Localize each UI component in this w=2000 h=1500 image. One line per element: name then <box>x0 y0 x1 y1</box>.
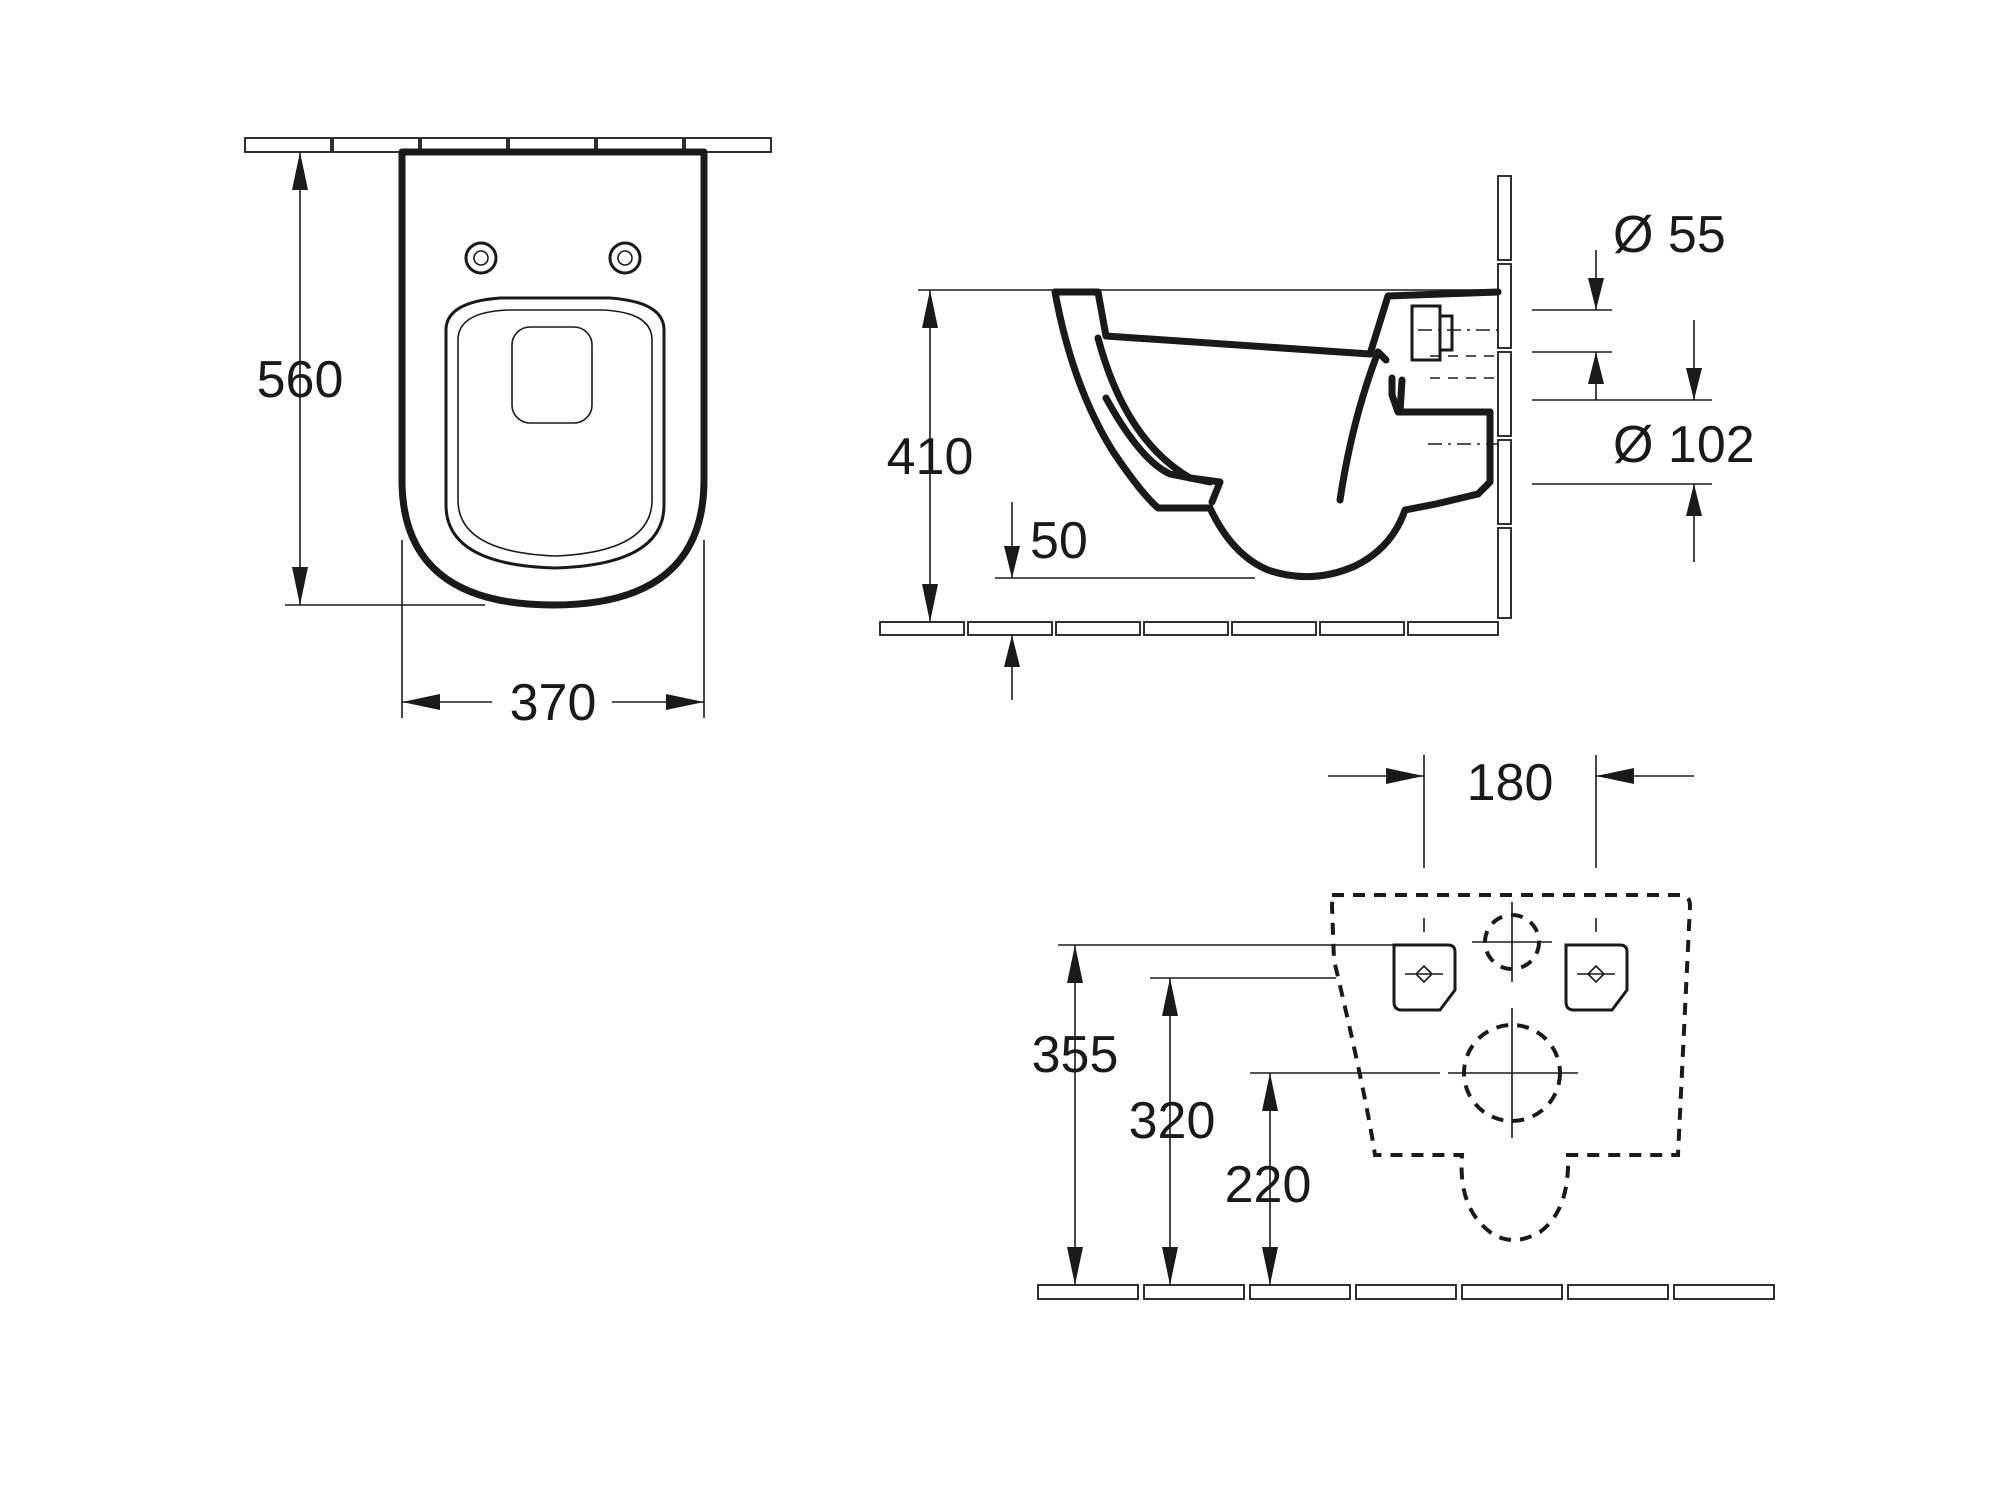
top-view: 560 370 <box>244 137 772 732</box>
rear-view: 180 355 320 220 <box>1032 754 1775 1300</box>
width-dimension: 370 <box>401 540 705 732</box>
height-label: 410 <box>887 428 974 486</box>
waste-outlet-icon <box>1448 1008 1578 1138</box>
width-label: 370 <box>510 674 597 732</box>
outlet-dimension: Ø 102 <box>1532 320 1755 562</box>
depth-dimension: 560 <box>257 152 485 606</box>
bolt-hole-left-icon <box>1392 943 1457 1012</box>
bowl-outline-top <box>398 148 708 609</box>
inlet-label: Ø 55 <box>1613 206 1726 264</box>
water-inlet-icon <box>1472 902 1552 982</box>
seat-fixing-right-icon <box>608 241 642 275</box>
inlet-height-dimension: 320 <box>1129 977 1336 1285</box>
bolt-spacing-label: 180 <box>1467 754 1554 812</box>
bowl-profile-side <box>1051 288 1502 581</box>
bolt-height-dimension: 355 <box>1032 944 1394 1285</box>
inlet-dimension: Ø 55 <box>1532 206 1726 400</box>
bowl-outline-rear <box>1329 893 1693 1242</box>
rear-view-floor <box>1037 1284 1775 1300</box>
floor-gap-label: 50 <box>1030 512 1088 570</box>
bolt-spacing-dimension: 180 <box>1328 754 1694 868</box>
outlet-height-dimension: 220 <box>1225 1072 1440 1285</box>
seat-rim <box>444 296 666 570</box>
side-view-floor <box>879 621 1499 636</box>
bolt-height-label: 355 <box>1032 1026 1119 1084</box>
side-view-wall <box>1497 175 1512 619</box>
inlet-height-label: 320 <box>1129 1092 1216 1150</box>
side-view: 410 50 Ø 55 Ø 102 <box>879 175 1755 700</box>
height-dimension: 410 <box>887 289 1500 622</box>
outlet-height-label: 220 <box>1225 1156 1312 1214</box>
seat-fixing-left-icon <box>464 241 498 275</box>
seat-hinge-plate <box>511 326 593 424</box>
seat-inner <box>457 309 653 557</box>
depth-label: 560 <box>257 351 344 409</box>
pipe-centerlines <box>1418 329 1498 445</box>
outlet-label: Ø 102 <box>1613 416 1755 474</box>
floor-gap-dimension: 50 <box>995 502 1255 700</box>
bolt-hole-right-icon <box>1564 943 1629 1012</box>
